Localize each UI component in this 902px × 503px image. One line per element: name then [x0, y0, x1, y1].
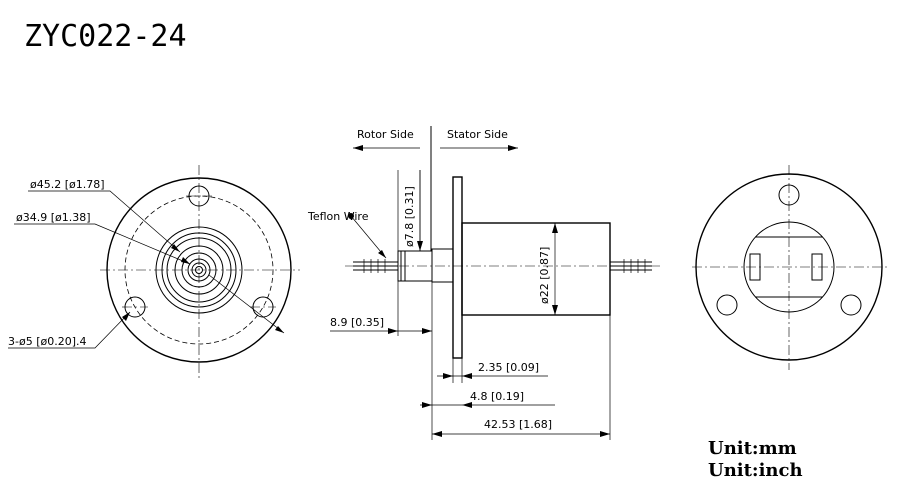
rear-flange-outline — [695, 173, 883, 361]
teflon-wire-label: Teflon Wire — [307, 210, 369, 223]
flange-pos-label: 4.8 [0.19] — [470, 390, 524, 403]
bore-ring — [187, 258, 211, 282]
flange-thk-label: 2.35 [0.09] — [478, 361, 539, 374]
shaft-len-label: 8.9 [0.35] — [330, 316, 384, 329]
holes-leader — [8, 311, 131, 349]
rear-terminal-left — [749, 253, 761, 281]
rear-housing — [743, 221, 835, 313]
rear-hole-top — [778, 184, 800, 206]
shaft-ring — [174, 245, 224, 295]
hole-dim-line — [208, 274, 285, 334]
stator-side-label: Stator Side — [447, 128, 508, 141]
teflon-leader — [350, 215, 387, 259]
rear-terminal-right — [811, 253, 823, 281]
body-dia-leader — [14, 223, 191, 265]
total-len-label: 42.53 [1.68] — [484, 418, 552, 431]
shaft-dia-label: ø7.8 [0.31] — [403, 186, 416, 247]
rear-hole-left — [716, 294, 738, 316]
outer-dia-label: ø45.2 [ø1.78] — [30, 178, 105, 191]
front-view: ø45.2 [ø1.78] ø34.9 [ø1.38] 3-ø5 [ø0.20]… — [8, 165, 300, 378]
rear-view — [692, 165, 888, 370]
rotor-side-label: Rotor Side — [357, 128, 414, 141]
rotor-collar — [431, 248, 454, 283]
flange-outline — [106, 177, 292, 363]
side-view: Rotor Side Stator Side — [307, 126, 660, 440]
body-dia-label: ø22 [0.87] — [538, 247, 551, 304]
body-ring — [161, 232, 237, 308]
body-ring-outer — [155, 226, 243, 314]
drawing-title: ZYC022-24 — [24, 19, 187, 54]
slip-ring-body — [461, 222, 611, 316]
holes-label: 3-ø5 [ø0.20].4 — [8, 335, 87, 348]
bore-core — [191, 262, 207, 278]
flange — [452, 176, 463, 359]
shaft-ring-inner — [181, 252, 217, 288]
outer-dia-leader — [28, 190, 181, 253]
unit-inch: Unit:inch — [708, 460, 803, 481]
bore-center — [195, 266, 203, 274]
body-ring-inner — [166, 237, 232, 303]
body-dia-label: ø34.9 [ø1.38] — [16, 211, 91, 224]
rear-hole-right — [840, 294, 862, 316]
unit-mm: Unit:mm — [708, 438, 797, 459]
